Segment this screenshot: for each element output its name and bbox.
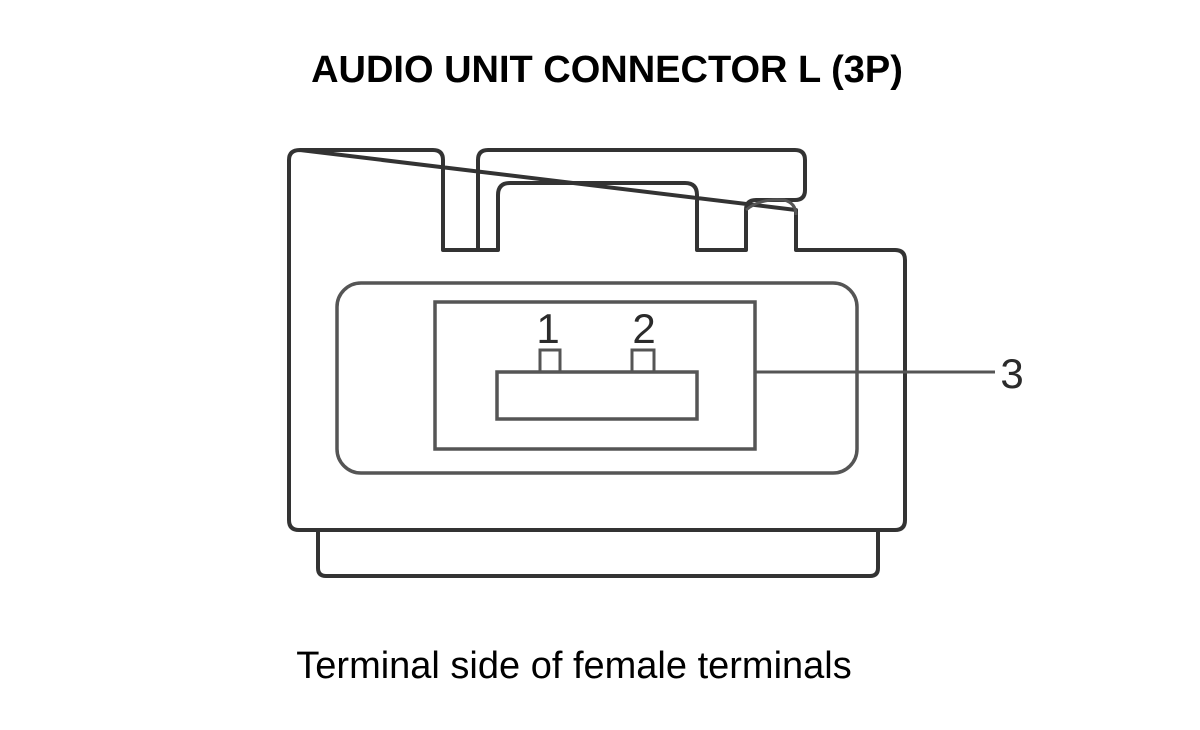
connector-cavity (335, 281, 859, 475)
terminal-2-label: 2 (632, 305, 655, 352)
terminal-bar (495, 370, 699, 421)
terminal-face (433, 300, 757, 451)
diagram-title: AUDIO UNIT CONNECTOR L (3P) (311, 49, 903, 91)
connector-housing (287, 148, 907, 532)
terminal-1-label: 1 (536, 305, 559, 352)
pin-1-tab (538, 348, 562, 374)
connector-latch-lip (745, 198, 798, 216)
pin-2-tab (630, 348, 656, 374)
terminal-3-label: 3 (1000, 350, 1023, 397)
connector-base-strip (316, 528, 880, 578)
diagram-caption: Terminal side of female terminals (296, 645, 851, 687)
